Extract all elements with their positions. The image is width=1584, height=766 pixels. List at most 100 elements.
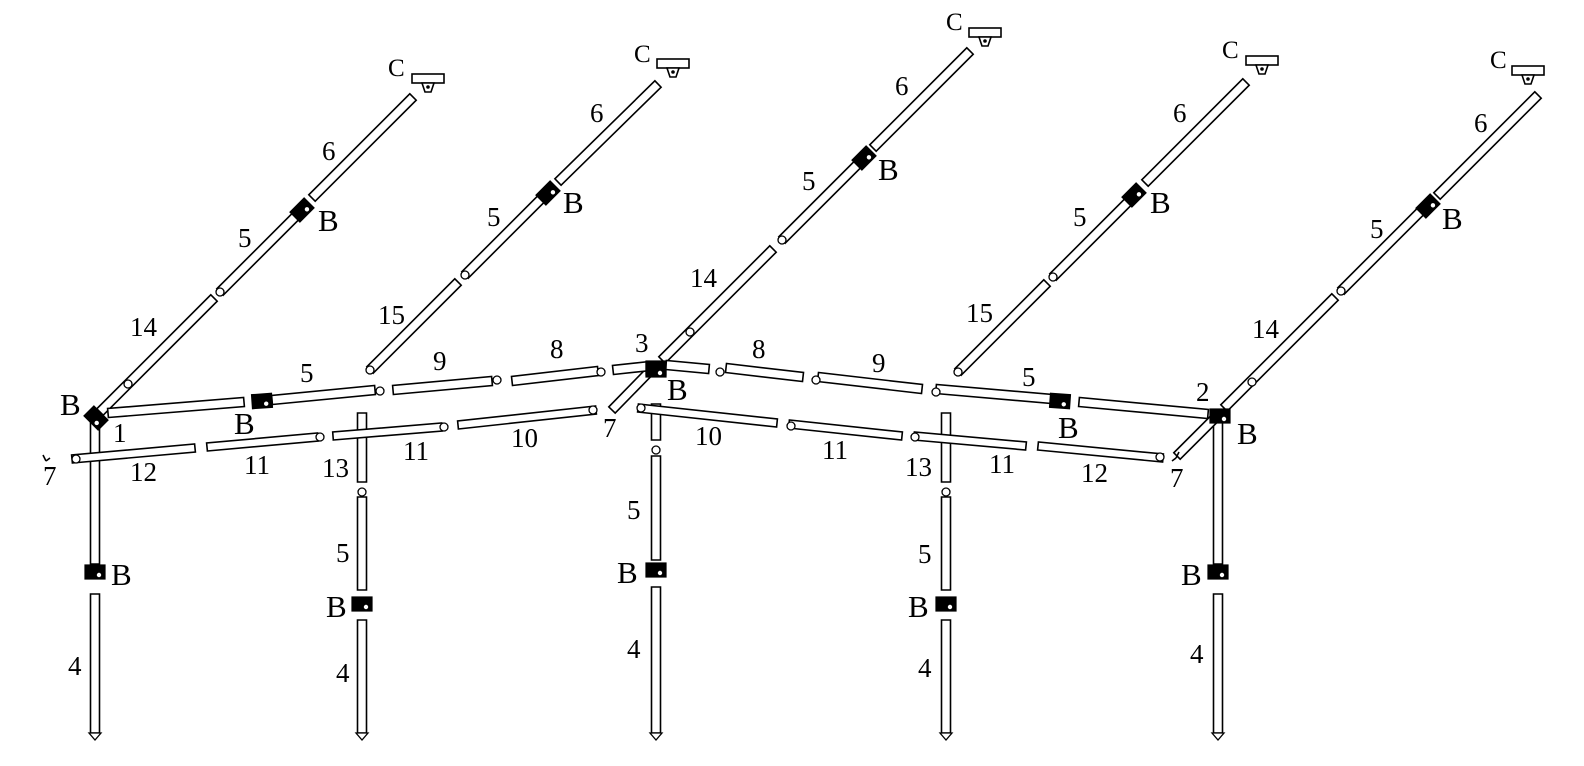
pole-connector (71, 454, 81, 464)
label-bracket-b: B (908, 589, 929, 624)
label-part-5: 5 (336, 538, 350, 568)
label-part-14: 14 (1252, 314, 1280, 344)
pole-connector (685, 327, 695, 337)
bracket-hole (657, 570, 663, 576)
label-part-4: 4 (1190, 639, 1204, 669)
pole-connector (931, 387, 941, 397)
cap-fitting (968, 27, 1002, 47)
bracket-joint (1121, 182, 1147, 208)
label-part-15: 15 (966, 298, 993, 328)
bracket-body (83, 405, 109, 431)
bracket-body (1209, 408, 1231, 424)
pole-connector (1048, 272, 1058, 282)
pole-segment (553, 79, 663, 187)
pole-connector (636, 403, 646, 413)
label-part-11: 11 (822, 435, 848, 465)
pole-segment (1140, 77, 1251, 188)
pole-segment (940, 619, 952, 734)
label-bracket-b: B (878, 152, 899, 187)
pole-segment (1048, 194, 1136, 282)
cap-fitting (1245, 55, 1279, 75)
bracket-joint (83, 405, 109, 431)
pole-connector (596, 367, 606, 377)
label-bracket-b: B (326, 589, 347, 624)
pole-segment (89, 593, 101, 734)
label-cap-c: C (1222, 37, 1239, 64)
pole-segment (510, 365, 600, 387)
pole-connector (1336, 286, 1346, 296)
label-bracket-b: B (318, 203, 339, 238)
label-part-10: 10 (695, 421, 722, 451)
bracket-hole (96, 572, 102, 578)
bracket-joint (84, 564, 106, 580)
pole-segment (356, 412, 368, 483)
bracket-hole (657, 370, 663, 376)
pole-connector (215, 287, 225, 297)
pole-segment (460, 189, 551, 280)
label-part-4: 4 (918, 653, 932, 683)
pole-connector (357, 487, 367, 497)
cap-plate (1511, 65, 1545, 76)
label-part-6: 6 (322, 136, 336, 166)
pole-connector (1155, 452, 1165, 462)
label-part-9: 9 (433, 346, 447, 376)
label-part-5: 5 (487, 202, 501, 232)
label-bracket-b: B (1237, 416, 1258, 451)
bracket-hole (1221, 416, 1227, 422)
bracket-body (1207, 564, 1229, 580)
label-part-9: 9 (872, 348, 886, 378)
bracket-joint (1415, 193, 1441, 219)
pole-segment (356, 619, 368, 734)
pole-connector (365, 365, 375, 375)
bracket-body (1048, 392, 1072, 410)
label-part-13: 13 (322, 453, 349, 483)
bracket-hole (304, 207, 310, 212)
bracket-body (1121, 182, 1147, 208)
label-part-6: 6 (590, 98, 604, 128)
label-part-5: 5 (1370, 214, 1384, 244)
label-cap-c: C (1490, 47, 1507, 74)
eave-hook (42, 454, 51, 462)
label-bracket-b: B (563, 185, 584, 220)
bracket-joint (351, 596, 373, 612)
pole-segment (1077, 396, 1210, 420)
bracket-body (351, 596, 373, 612)
label-part-6: 6 (1173, 98, 1187, 128)
label-part-11: 11 (244, 450, 270, 480)
pole-connector (492, 375, 502, 385)
label-part-8: 8 (550, 334, 564, 364)
poles-layer (42, 46, 1543, 741)
label-bracket-b: B (111, 557, 132, 592)
label-bracket-b: B (617, 555, 638, 590)
bracket-joint (289, 197, 315, 223)
pole-segment (724, 362, 805, 383)
label-part-4: 4 (336, 658, 350, 688)
ground-spike (648, 732, 664, 741)
bracket-hole (1061, 402, 1066, 407)
label-part-14: 14 (130, 312, 158, 342)
bracket-joint (645, 362, 667, 378)
pole-segment (868, 46, 975, 153)
label-part-5: 5 (238, 223, 252, 253)
bracket-joint (1048, 392, 1072, 410)
pole-segment (650, 586, 662, 734)
joints-layer (83, 27, 1545, 612)
label-part-5: 5 (1022, 362, 1036, 392)
bracket-body (1415, 193, 1441, 219)
label-cap-c: C (634, 41, 651, 68)
label-part-13: 13 (905, 452, 932, 482)
pole-segment (912, 431, 1028, 451)
pole-segment (1212, 593, 1224, 734)
label-part-8: 8 (752, 334, 766, 364)
pole-segment (456, 405, 598, 430)
label-part-6: 6 (1474, 108, 1488, 138)
cap-fitting (1511, 65, 1545, 85)
cap-plate (411, 73, 445, 84)
label-part-12: 12 (1081, 458, 1108, 488)
pole-connector (375, 386, 385, 396)
pole-segment (940, 412, 952, 483)
pole-segment (95, 293, 219, 417)
label-bracket-b: B (1058, 410, 1079, 445)
